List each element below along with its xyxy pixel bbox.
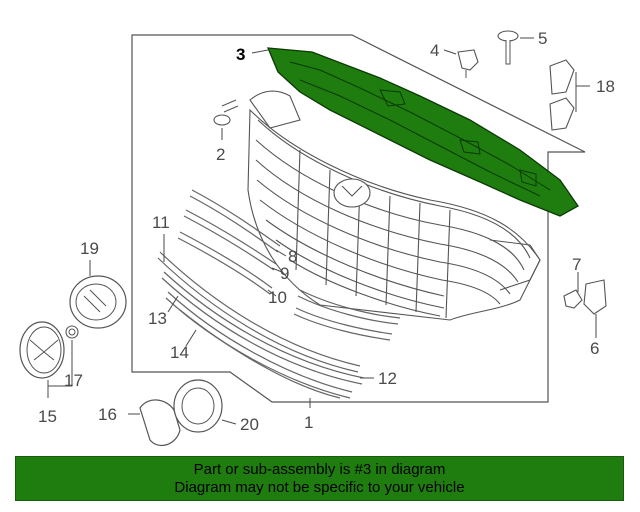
callout-17[interactable]: 17 [64,371,83,390]
part-17-clip [65,325,79,339]
callout-16[interactable]: 16 [98,405,117,424]
callout-8[interactable]: 8 [288,247,297,266]
callout-5[interactable]: 5 [538,29,547,48]
callout-11[interactable]: 11 [152,213,170,232]
callout-9[interactable]: 9 [280,264,289,283]
part-15-emblem [19,321,65,379]
part-7-clip [563,289,583,309]
callout-20[interactable]: 20 [240,415,259,434]
callout-3[interactable]: 3 [236,45,245,64]
callout-14[interactable]: 14 [170,343,189,362]
callout-13[interactable]: 13 [148,309,167,328]
info-banner: Part or sub-assembly is #3 in diagram Di… [15,456,624,501]
grille-body [247,90,541,321]
parts-diagram: 3 2 4 5 18 7 6 8 9 10 11 12 13 14 15 16 … [19,29,615,447]
callout-2[interactable]: 2 [216,145,225,164]
part-19-emblem-base [69,275,127,329]
callout-18[interactable]: 18 [596,77,615,96]
part-16-cover [139,399,181,447]
callout-1[interactable]: 1 [304,413,313,432]
callout-4[interactable]: 4 [430,41,439,60]
part-5-bolt [497,30,519,65]
callout-19[interactable]: 19 [80,239,99,258]
banner-line-1: Part or sub-assembly is #3 in diagram [193,461,446,478]
part-6-bracket [583,279,607,315]
callout-15[interactable]: 15 [38,407,57,426]
callout-10[interactable]: 10 [268,288,287,307]
part-2-screw [213,99,239,126]
callout-6[interactable]: 6 [590,339,599,358]
part-20-bracket [173,379,223,433]
callout-12[interactable]: 12 [378,369,397,388]
banner-line-2: Diagram may not be specific to your vehi… [174,479,465,496]
leader-lines [47,37,597,425]
callout-labels: 3 2 4 5 18 7 6 8 9 10 11 12 13 14 15 16 … [38,29,615,434]
part-4-clip [457,49,479,78]
molding-strips [157,189,401,399]
assembly-boundary [131,34,586,403]
part-3-upper-support-highlight[interactable] [266,47,579,217]
callout-7[interactable]: 7 [572,255,581,274]
part-18-brackets [549,59,575,131]
